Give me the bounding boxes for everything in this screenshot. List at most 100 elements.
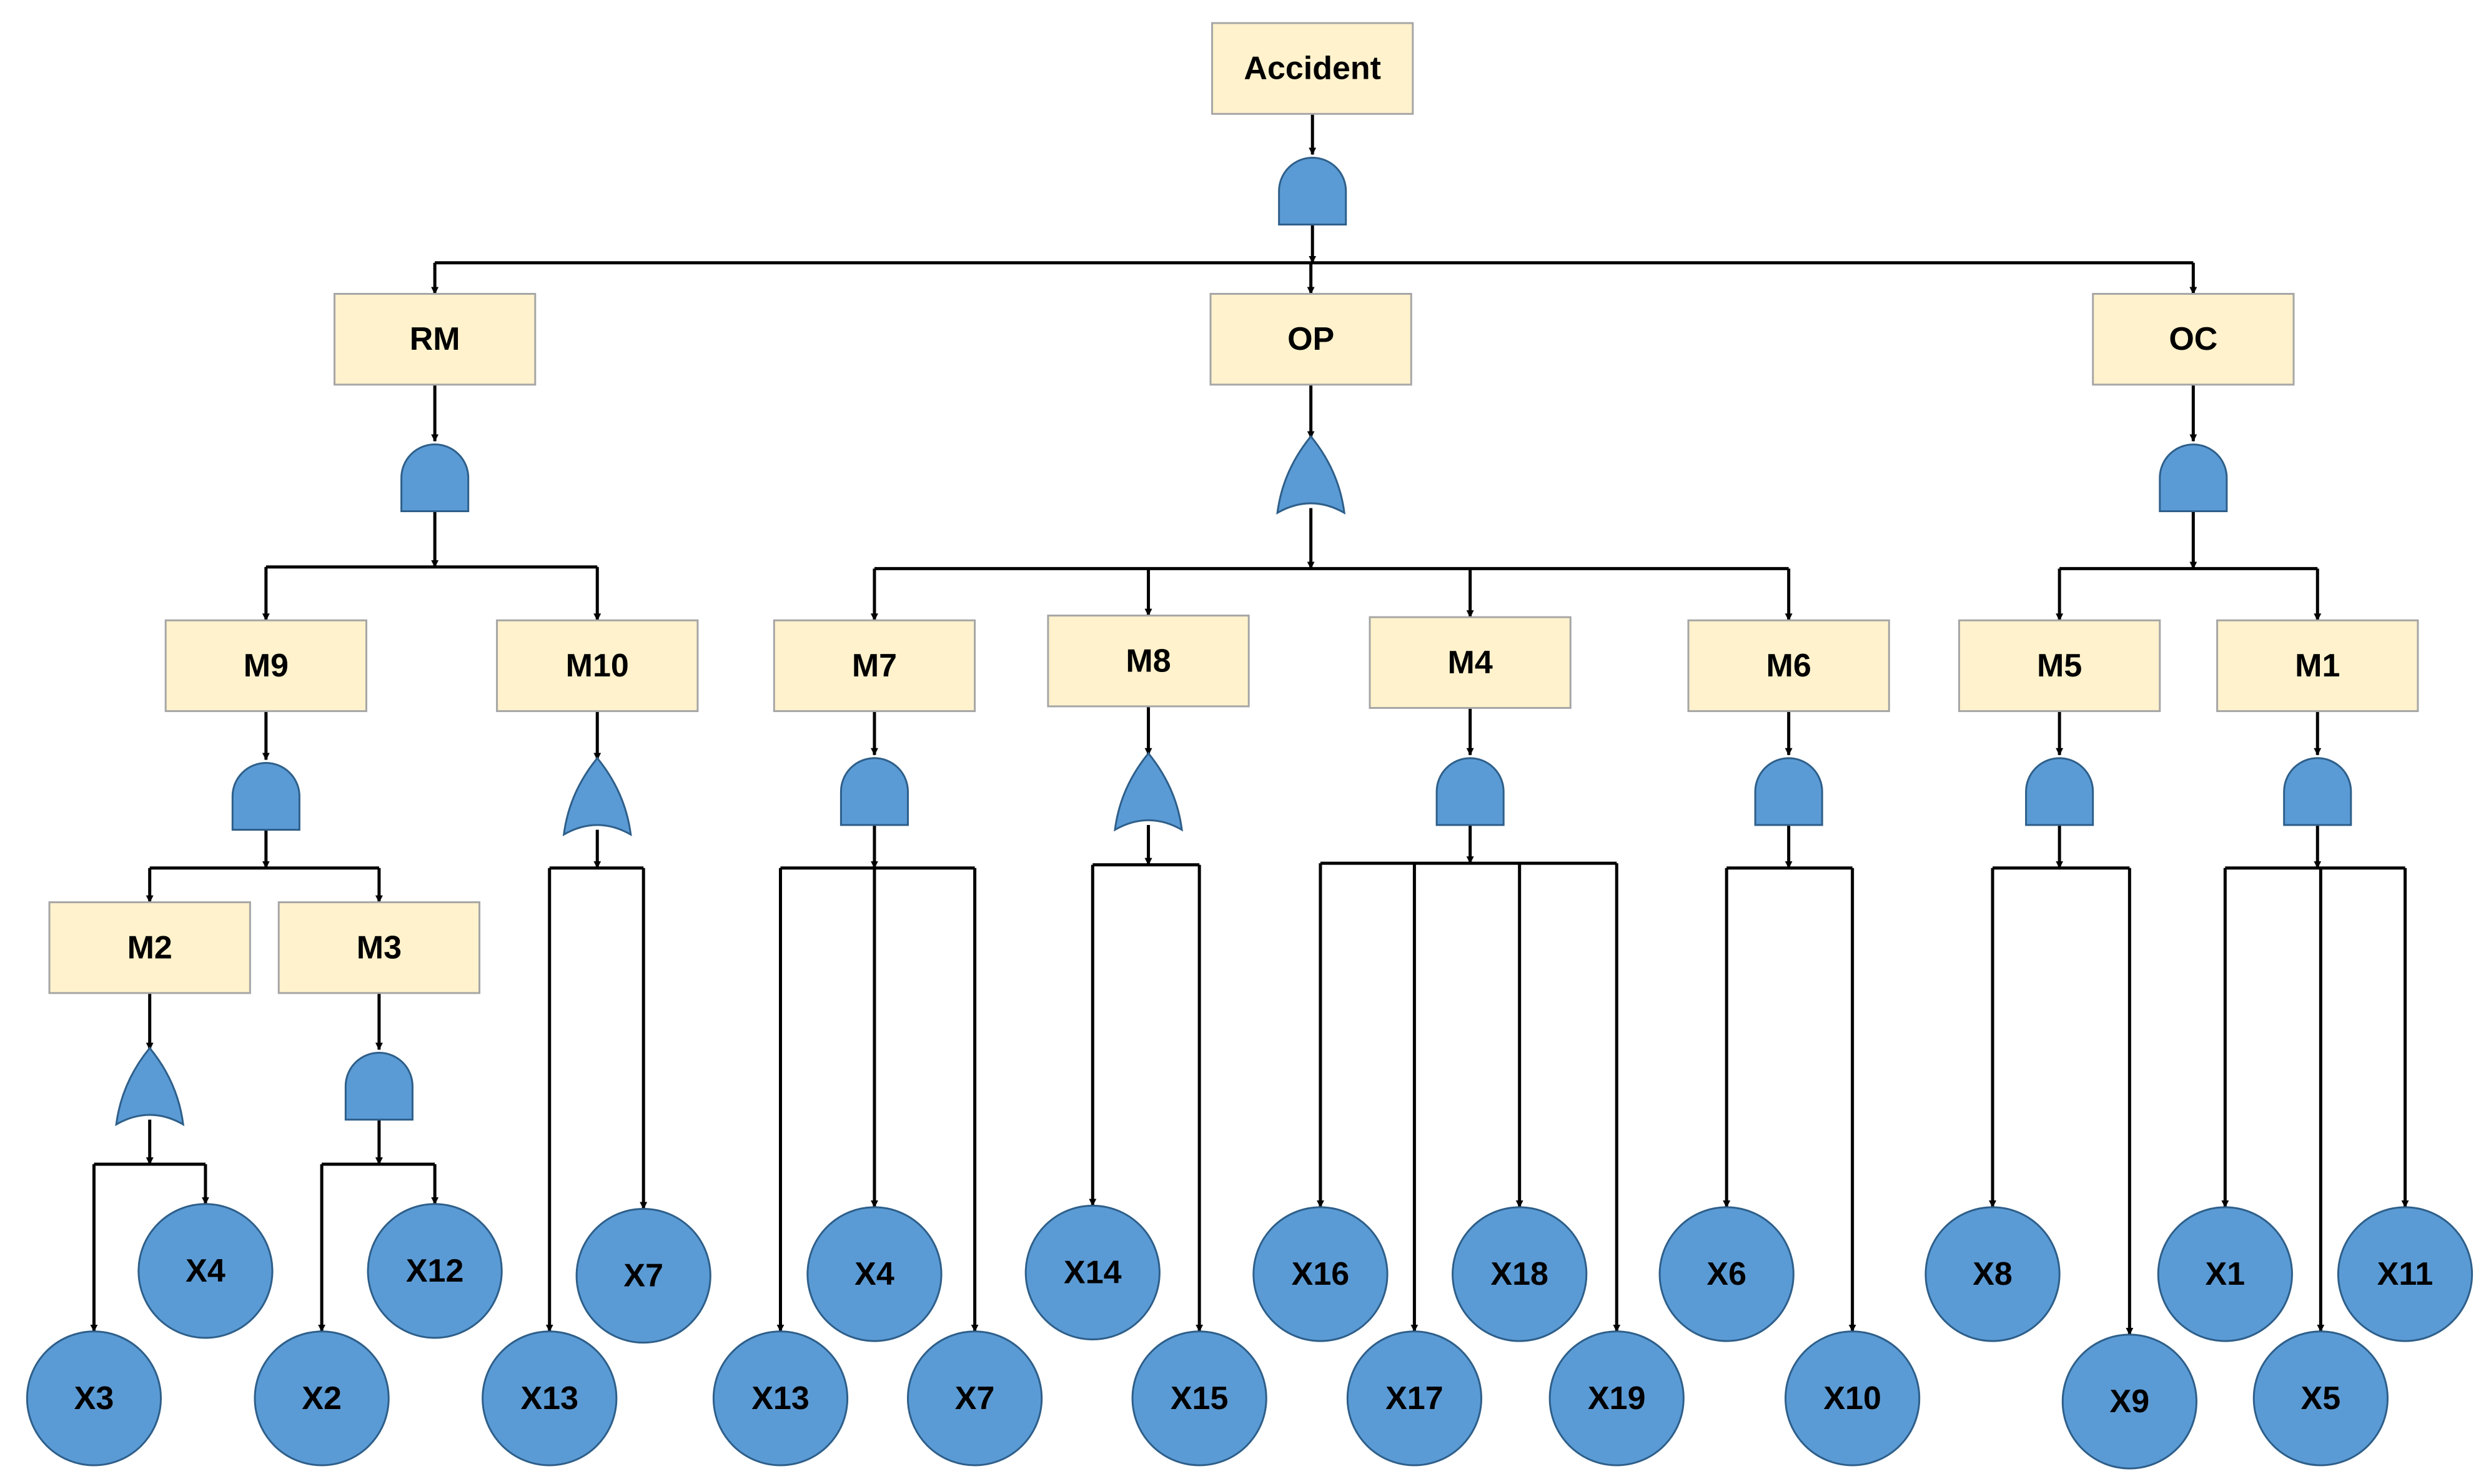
basic-event-circle (137, 1203, 274, 1339)
basic-event-circle (1452, 1206, 1588, 1342)
basic-event-x7b: X7 (907, 1330, 1043, 1467)
basic-event-x1: X1 (2157, 1206, 2293, 1342)
basic-event-circle (254, 1330, 390, 1467)
g-m7-and-gate-icon (839, 757, 909, 826)
event-accident: Accident (1211, 22, 1414, 115)
g-accident-and-gate-icon (1278, 156, 1347, 226)
basic-event-circle (2252, 1330, 2389, 1467)
basic-event-circle (1548, 1330, 1685, 1467)
event-m3: M3 (277, 901, 481, 994)
event-label: RM (410, 321, 460, 357)
basic-event-label: X10 (1823, 1380, 1881, 1417)
event-label: M9 (244, 648, 289, 684)
basic-event-x8: X8 (1924, 1206, 2061, 1342)
g-oc-and-gate-icon (2159, 443, 2228, 513)
basic-event-circle (575, 1207, 711, 1344)
event-box (1687, 619, 1890, 713)
event-label: Accident (1244, 51, 1381, 87)
basic-event-circle (1024, 1204, 1161, 1341)
basic-event-circle (907, 1330, 1043, 1467)
basic-event-label: X17 (1385, 1380, 1444, 1417)
event-m6: M6 (1687, 619, 1890, 713)
basic-event-x7a: X7 (575, 1207, 711, 1344)
g-rm-and-gate-icon (400, 443, 470, 513)
basic-event-circle (1346, 1330, 1482, 1467)
basic-event-label: X12 (406, 1253, 464, 1289)
basic-event-label: X13 (520, 1380, 578, 1417)
event-box (2216, 619, 2419, 713)
event-label: OP (1287, 321, 1334, 357)
basic-event-x6: X6 (1658, 1206, 1795, 1342)
g-m1-and-gate-icon (2283, 757, 2352, 826)
event-label: M3 (357, 929, 402, 966)
g-m3-and-gate-icon (344, 1052, 414, 1121)
event-label: M8 (1126, 643, 1171, 679)
event-rm: RM (334, 292, 537, 386)
event-m7: M7 (773, 619, 976, 713)
event-label: M7 (852, 648, 897, 684)
g-m6-and-gate-icon (1754, 757, 1823, 826)
basic-event-label: X4 (854, 1256, 894, 1292)
event-box (1211, 22, 1414, 115)
event-box (2092, 292, 2295, 386)
basic-event-label: X16 (1292, 1256, 1350, 1292)
g-m2-or-gate-icon (115, 1046, 185, 1127)
g-m8-or-gate-icon (1114, 751, 1183, 832)
event-label: M6 (1766, 648, 1811, 684)
basic-event-circle (2157, 1206, 2293, 1342)
event-label: OC (2169, 321, 2217, 357)
event-label: M4 (1448, 645, 1493, 681)
basic-event-x12: X12 (367, 1203, 503, 1339)
g-op-or-gate-icon (1276, 435, 1346, 515)
basic-event-circle (2061, 1333, 2197, 1470)
event-label: M10 (566, 648, 629, 684)
basic-event-x13b: X13 (712, 1330, 849, 1467)
g-m10-or-gate-icon (562, 756, 632, 836)
basic-event-x19: X19 (1548, 1330, 1685, 1467)
basic-event-label: X4 (186, 1253, 225, 1289)
basic-event-label: X8 (1973, 1256, 2013, 1292)
basic-event-circle (1785, 1330, 1921, 1467)
basic-event-label: X3 (74, 1380, 114, 1417)
event-m8: M8 (1047, 615, 1250, 708)
basic-event-x4b: X4 (806, 1206, 943, 1342)
basic-event-circle (712, 1330, 849, 1467)
basic-event-circle (806, 1206, 943, 1342)
event-m2: M2 (48, 901, 251, 994)
basic-event-x17: X17 (1346, 1330, 1482, 1467)
basic-event-x3: X3 (26, 1330, 162, 1467)
basic-event-label: X7 (623, 1258, 663, 1294)
basic-event-x11: X11 (2337, 1206, 2474, 1342)
basic-event-circle (1658, 1206, 1795, 1342)
event-box (773, 619, 976, 713)
event-box (496, 619, 699, 713)
basic-event-circle (2337, 1206, 2474, 1342)
basic-event-label: X13 (751, 1380, 810, 1417)
event-box (1958, 619, 2161, 713)
event-label: M2 (127, 929, 172, 966)
event-box (277, 901, 481, 994)
basic-event-circle (367, 1203, 503, 1339)
event-oc: OC (2092, 292, 2295, 386)
basic-event-label: X19 (1588, 1380, 1646, 1417)
event-m5: M5 (1958, 619, 2161, 713)
event-m9: M9 (164, 619, 367, 713)
connector-lines (90, 114, 2409, 1335)
event-m1: M1 (2216, 619, 2419, 713)
basic-event-label: X9 (2110, 1383, 2150, 1420)
basic-event-circle (482, 1330, 618, 1467)
basic-event-label: X2 (302, 1380, 342, 1417)
basic-event-label: X1 (2206, 1256, 2246, 1292)
event-box (334, 292, 537, 386)
basic-event-label: X15 (1171, 1380, 1229, 1417)
event-m10: M10 (496, 619, 699, 713)
basic-event-label: X14 (1064, 1254, 1122, 1290)
event-box (48, 901, 251, 994)
g-m4-and-gate-icon (1435, 757, 1505, 826)
basic-event-label: X18 (1490, 1256, 1548, 1292)
basic-event-label: X5 (2301, 1380, 2341, 1417)
basic-event-x14: X14 (1024, 1204, 1161, 1341)
basic-event-label: X6 (1706, 1256, 1746, 1292)
basic-event-label: X7 (955, 1380, 995, 1417)
